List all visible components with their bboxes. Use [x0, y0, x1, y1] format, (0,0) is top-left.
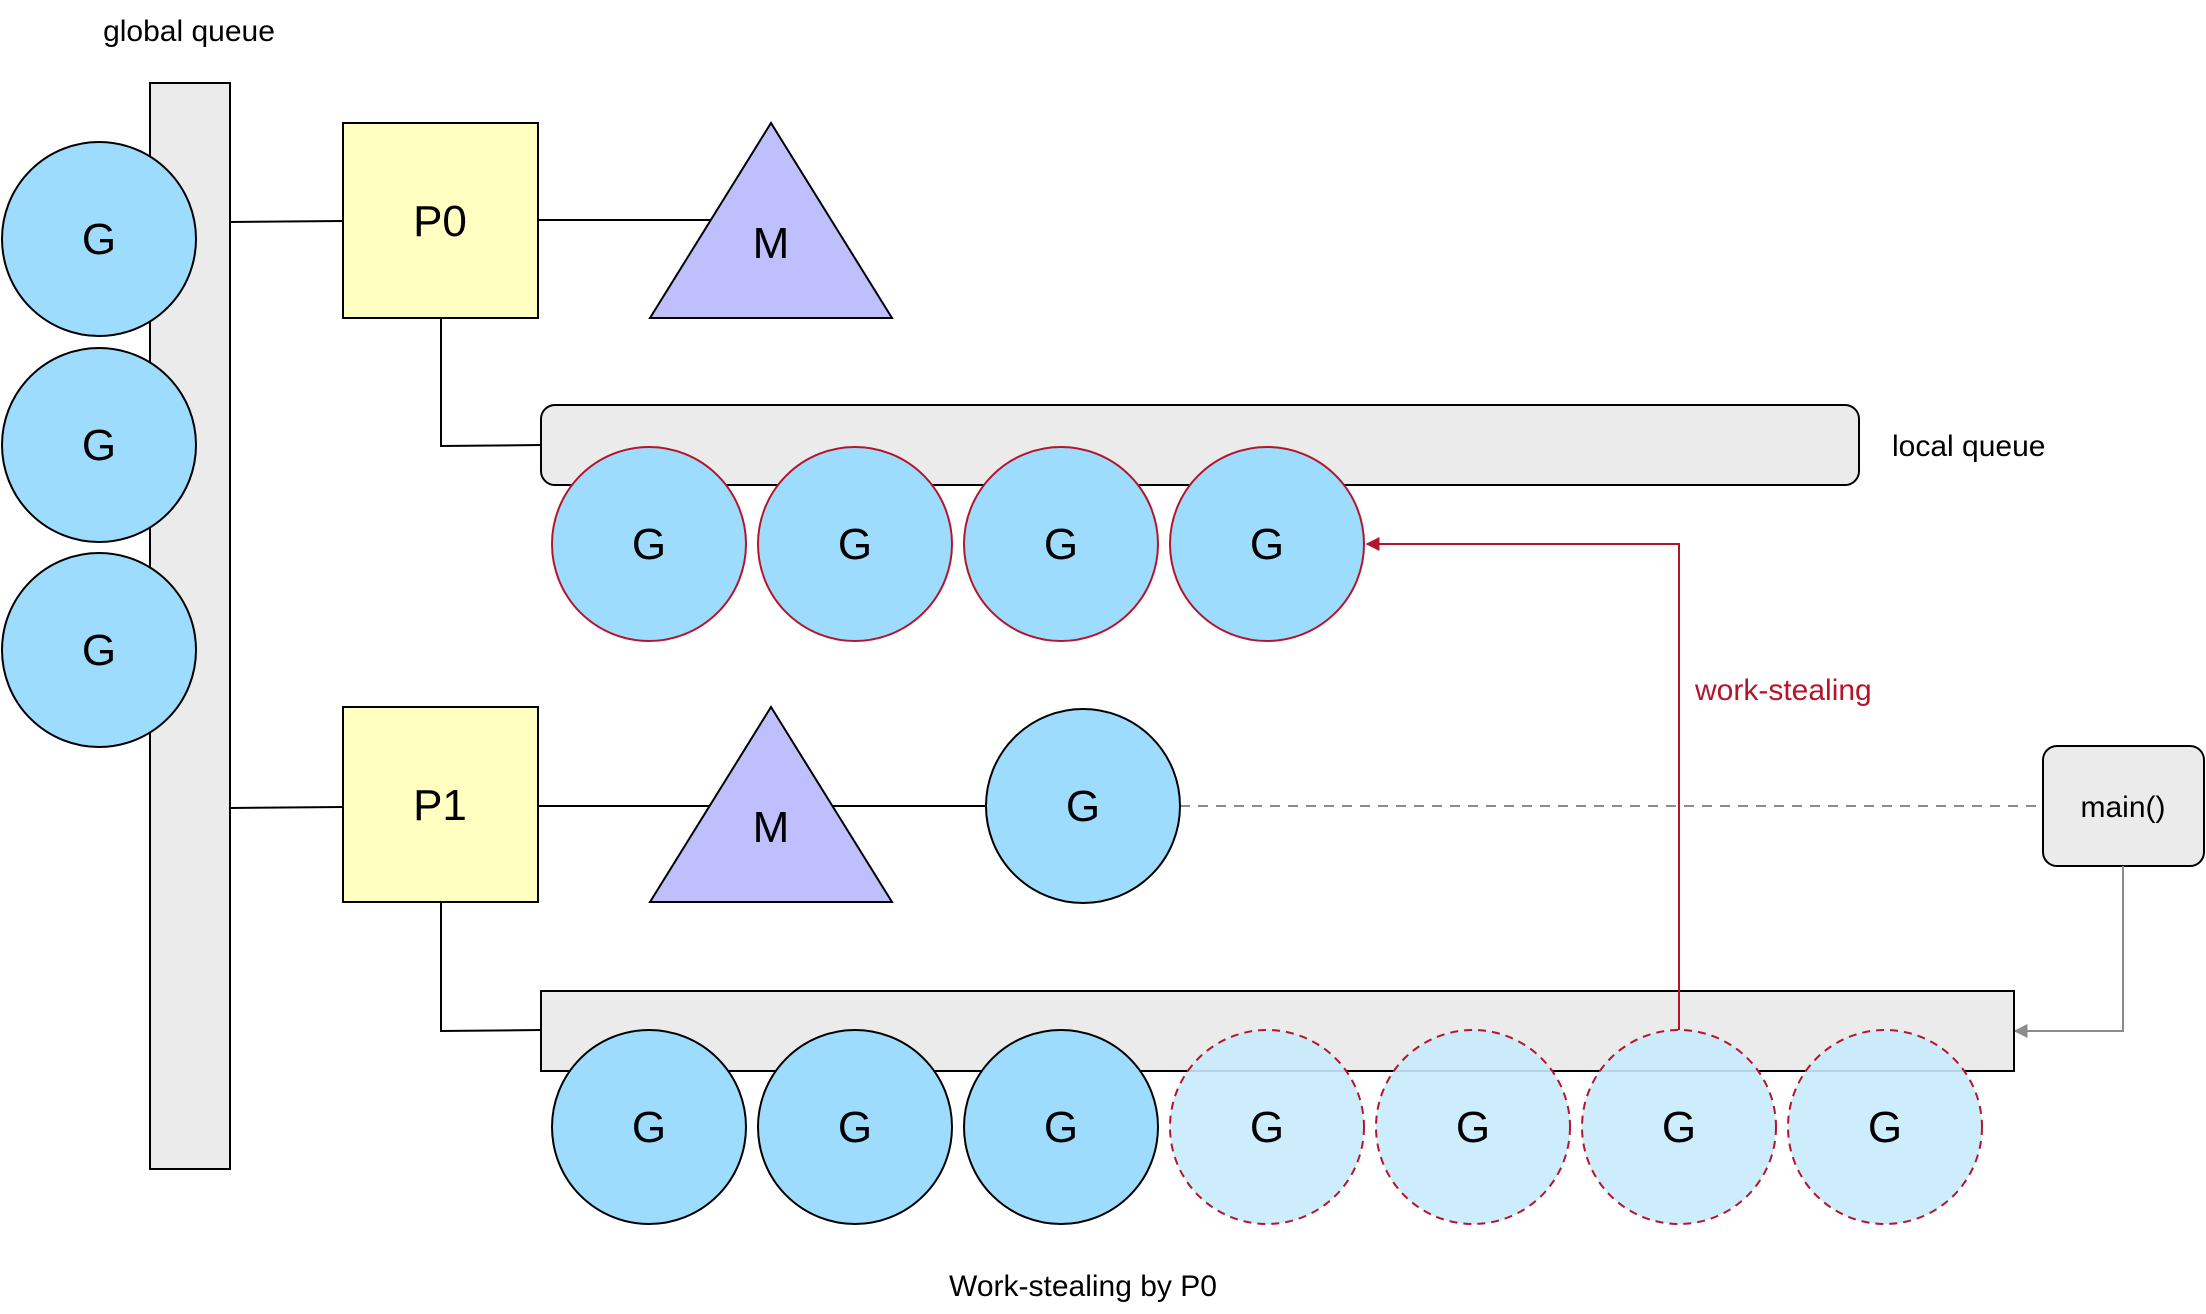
processor-p1: P1 — [342, 706, 539, 903]
p1-local-goroutine: G — [757, 1029, 953, 1225]
svg-text:G: G — [82, 421, 116, 470]
svg-text:G: G — [1662, 1103, 1696, 1152]
machine-m1: M — [648, 705, 894, 903]
svg-text:G: G — [82, 215, 116, 264]
svg-text:G: G — [1044, 1103, 1078, 1152]
p0-local-goroutine: G — [1169, 446, 1365, 642]
p1-local-goroutine: G — [963, 1029, 1159, 1225]
p1-stolen-goroutine: G — [1787, 1029, 1983, 1225]
svg-text:G: G — [1250, 1103, 1284, 1152]
svg-text:P1: P1 — [413, 781, 467, 830]
processor-p0: P0 — [342, 122, 539, 319]
svg-text:P0: P0 — [413, 197, 467, 246]
svg-text:M: M — [753, 219, 790, 268]
work-stealing-label: work-stealing — [1694, 674, 1872, 707]
p0-to-local-queue-connector — [440, 318, 542, 448]
p0-local-goroutine: G — [963, 446, 1159, 642]
diagram-caption: Work-stealing by P0 — [949, 1270, 1217, 1303]
svg-text:G: G — [838, 520, 872, 569]
global-queue-goroutine: G — [1, 552, 197, 748]
svg-text:main(): main() — [2080, 791, 2165, 824]
p0-local-goroutine: G — [551, 446, 747, 642]
local-queue-label: local queue — [1892, 430, 2045, 463]
global-to-p0-connector — [229, 220, 344, 223]
work-stealing-arrow — [1365, 537, 1680, 1030]
p1-stolen-goroutine: G — [1581, 1029, 1777, 1225]
svg-text:G: G — [632, 520, 666, 569]
svg-text:G: G — [1066, 782, 1100, 831]
p1-stolen-goroutine: G — [1169, 1029, 1365, 1225]
svg-text:M: M — [753, 803, 790, 852]
main-to-p1-queue-arrow — [2013, 866, 2124, 1038]
main-function-box: main() — [2042, 745, 2205, 867]
svg-text:G: G — [1044, 520, 1078, 569]
svg-text:G: G — [82, 626, 116, 675]
global-queue-label: global queue — [103, 15, 275, 48]
p1-local-goroutine: G — [551, 1029, 747, 1225]
global-queue-goroutine: G — [1, 141, 197, 337]
svg-text:G: G — [1868, 1103, 1902, 1152]
p1-to-local-queue-connector — [440, 902, 542, 1033]
svg-text:G: G — [1250, 520, 1284, 569]
svg-text:G: G — [1456, 1103, 1490, 1152]
svg-text:G: G — [632, 1103, 666, 1152]
global-to-p1-connector — [229, 806, 344, 809]
p1-stolen-goroutine: G — [1375, 1029, 1571, 1225]
p0-local-goroutine: G — [757, 446, 953, 642]
svg-text:G: G — [838, 1103, 872, 1152]
p1-running-goroutine: G — [985, 708, 1181, 904]
machine-m0: M — [648, 121, 894, 319]
global-queue-goroutine: G — [1, 347, 197, 543]
